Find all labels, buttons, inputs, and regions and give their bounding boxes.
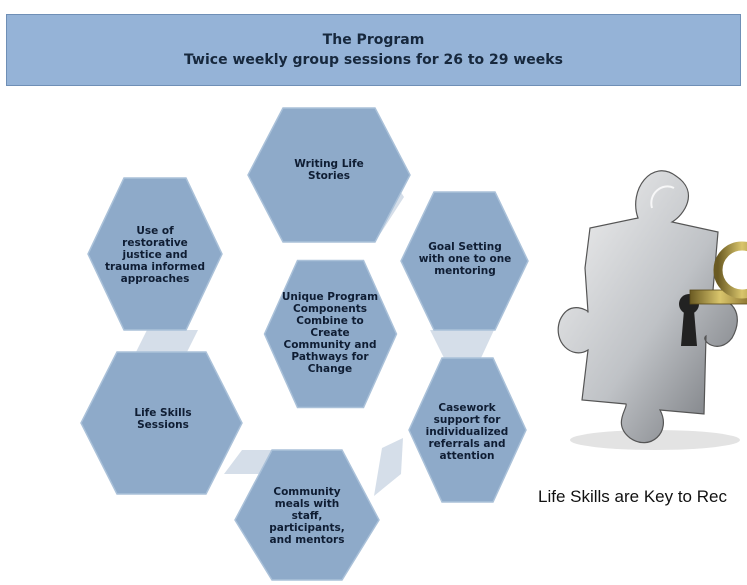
hex-upper-left-label: Use of restorative justice and trauma in… [104, 225, 206, 285]
hex-upper-right-label: Goal Setting with one to one mentoring [418, 241, 512, 277]
connector-lowerleft-upperleft [136, 330, 198, 352]
hex-top-label: Writing Life Stories [294, 158, 364, 182]
image-caption: Life Skills are Key to Rec [538, 487, 727, 506]
connector-upperright-lowerright [430, 330, 494, 358]
hex-lower-right [408, 357, 527, 503]
hex-top [247, 107, 411, 243]
hex-upper-right [400, 191, 529, 331]
banner-title: The Program [322, 32, 425, 48]
hex-center [263, 259, 398, 409]
hex-lower-left-label: Life Skills Sessions [134, 407, 192, 431]
title-banner: The Program Twice weekly group sessions … [6, 14, 741, 86]
hex-lower-left [80, 351, 243, 495]
banner-subtitle: Twice weekly group sessions for 26 to 29… [184, 52, 563, 68]
hex-bottom-label: Community meals with staff, participants… [269, 486, 345, 546]
hex-upper-left [87, 177, 223, 331]
puzzle-key-image [557, 170, 747, 450]
hex-bottom [234, 449, 380, 581]
hex-lower-right-label: Casework support for individualized refe… [425, 402, 509, 462]
connector-lowerright-bottom [374, 438, 403, 496]
hex-center-label: Unique Program Components Combine to Cre… [281, 291, 379, 375]
